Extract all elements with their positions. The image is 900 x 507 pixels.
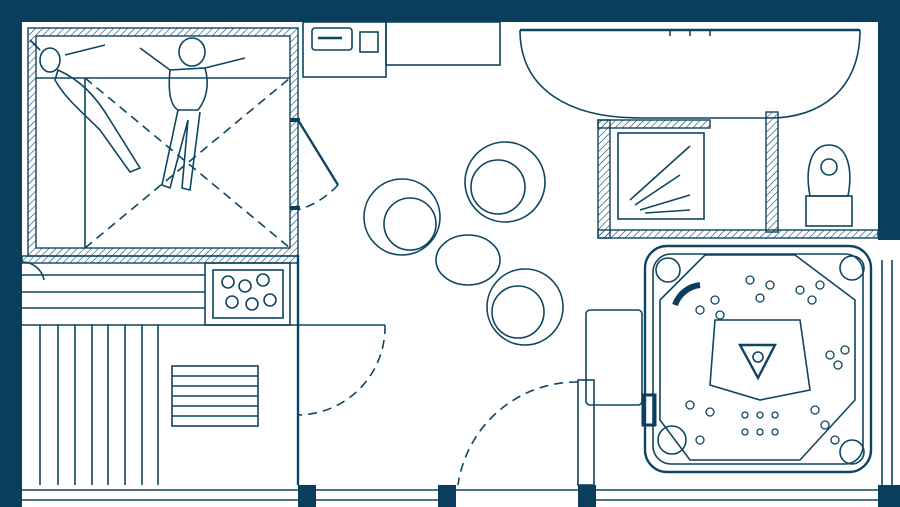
- vanity: [519, 28, 861, 119]
- person-icon: [29, 39, 142, 173]
- hot-tub-icon: [585, 244, 873, 474]
- sauna: [21, 27, 299, 264]
- lounge-chair-icon: [486, 268, 564, 346]
- wooden-slats: [39, 325, 159, 485]
- sauna-bench-icon: [36, 77, 291, 249]
- partition-wall: [765, 111, 779, 233]
- sauna-stove-icon: [204, 262, 291, 326]
- side-table: [435, 234, 501, 286]
- sink-icon: [302, 21, 387, 78]
- lounge-chair-icon: [363, 178, 441, 256]
- person-icon: [139, 37, 246, 191]
- door-swing-icon: [290, 118, 340, 211]
- bench-icon: [171, 365, 259, 427]
- toilet-icon: [805, 144, 853, 227]
- door-swing-icon: [457, 379, 595, 486]
- counter: [385, 21, 501, 66]
- changing-room: [21, 255, 386, 485]
- shower-icon: [597, 119, 879, 239]
- lounge-chair-icon: [464, 141, 546, 223]
